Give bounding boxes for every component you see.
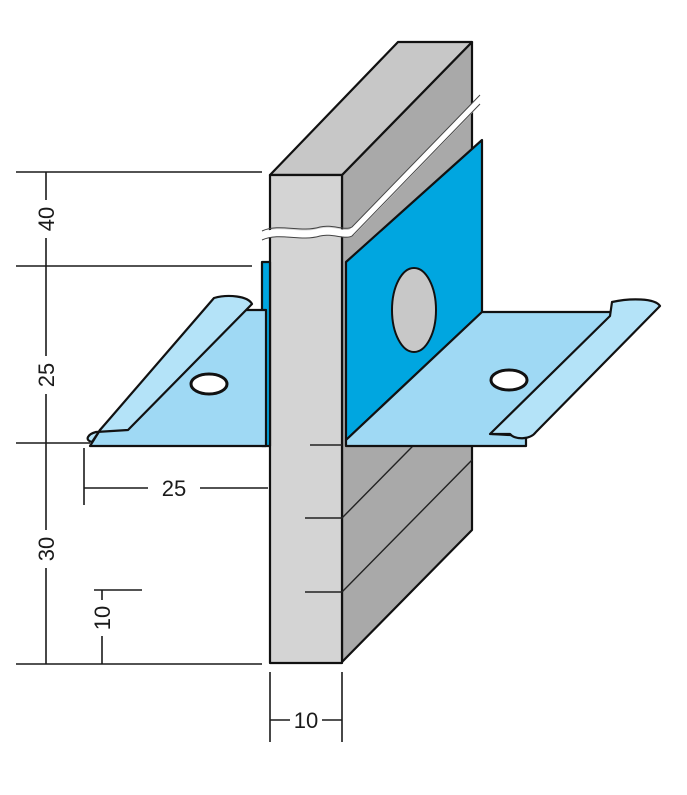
post-break-line [260, 97, 483, 240]
dim-gap-10 [90, 600, 114, 636]
dim-gap-40 [34, 200, 58, 238]
flange-hole-right [489, 368, 529, 392]
flange-lip-left [86, 294, 254, 444]
dim-label-middle-height: 25 [34, 363, 59, 387]
flange-hole-left [189, 372, 229, 396]
dim-gap-25 [34, 356, 58, 394]
post-break-line-edge-2 [261, 94, 481, 232]
web-hole [391, 267, 437, 353]
tile-joint [341, 459, 473, 593]
dim-gap-30 [34, 530, 58, 568]
flange-lip-right [488, 298, 662, 440]
post-front-face [268, 173, 344, 665]
post-break-line-edge [261, 103, 481, 241]
dim-label-bottom-height: 30 [34, 537, 59, 561]
dim-label-flange-width: 25 [162, 476, 186, 501]
dim-label-small-height: 10 [90, 606, 115, 630]
dim-label-profile-width: 10 [294, 708, 318, 733]
dim-label-top-height: 40 [34, 207, 59, 231]
